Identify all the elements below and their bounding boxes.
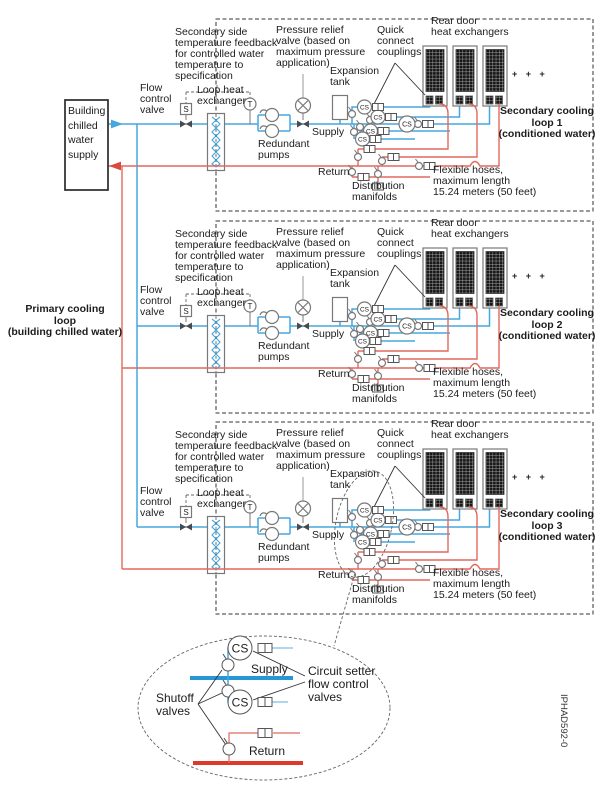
callout-source-ellipse — [333, 470, 395, 578]
loop-heat-exchanger-label: Loop heat exchanger — [197, 487, 247, 510]
more-units-dots: + + + — [512, 69, 548, 79]
detail-callout-bubble: CS CS — [137, 635, 391, 781]
circuit-setter-valve — [227, 689, 253, 715]
expansion-tank-label: Expansion tank — [330, 267, 380, 290]
building-supply-label: Building chilled water supply — [68, 105, 106, 161]
expansion-tank-label: Expansion tank — [330, 65, 380, 88]
pressure-relief-label: Pressure relief valve (based on maximum … — [276, 226, 366, 271]
flow-control-valve-label: Flow control valve — [140, 485, 172, 519]
building-supply-box — [64, 99, 109, 191]
loop-title: Secondary cooling loop 2 (conditioned wa… — [498, 307, 596, 342]
supply-label: Supply — [312, 328, 345, 340]
feedback-label: Secondary side temperature feedback for … — [175, 429, 278, 485]
circuit-setter-letter: CS — [232, 696, 249, 710]
flexible-hoses-label: Flexible hoses, maximum length 15.24 met… — [433, 164, 537, 198]
pressure-relief-label: Pressure relief valve (based on maximum … — [276, 24, 366, 69]
circuit-setter-letter: CS — [232, 642, 249, 656]
feedback-label: Secondary side temperature feedback for … — [175, 228, 278, 284]
primary-loop-label: Primary cooling loop (building chilled w… — [7, 303, 123, 338]
loop-heat-exchanger-label: Loop heat exchanger — [197, 286, 247, 309]
flow-control-valve-label: Flow control valve — [140, 82, 172, 116]
figure-id: IPHAD592-0 — [558, 694, 569, 748]
quick-connect-label: Quick connect couplings — [377, 427, 422, 461]
quick-connect-label: Quick connect couplings — [377, 24, 422, 58]
return-label: Return — [318, 569, 350, 581]
supply-label: Supply — [312, 126, 345, 138]
pressure-relief-label: Pressure relief valve (based on maximum … — [276, 427, 366, 472]
loop-heat-exchanger-label: Loop heat exchanger — [197, 84, 247, 107]
supply-label: Supply — [312, 529, 345, 541]
flexible-hoses-label: Flexible hoses, maximum length 15.24 met… — [433, 567, 537, 601]
distribution-manifolds-label: Distribution manifolds — [352, 180, 405, 203]
return-label: Return — [318, 166, 350, 178]
rear-door-label: Rear door heat exchangers — [431, 418, 509, 441]
redundant-pumps-label: Redundant pumps — [258, 541, 310, 564]
building-supply-connection — [64, 99, 137, 191]
shutoff-pointer-lines — [197, 669, 227, 746]
callout-return-label: Return — [249, 744, 286, 758]
loop-title: Secondary cooling loop 1 (conditioned wa… — [498, 105, 596, 140]
callout-supply-stubs — [272, 647, 293, 703]
flow-control-valve-label: Flow control valve — [140, 284, 172, 318]
distribution-manifolds-label: Distribution manifolds — [352, 583, 405, 606]
supply-arrow-icon — [111, 119, 123, 129]
return-label: Return — [318, 368, 350, 380]
more-units-dots: + + + — [512, 271, 548, 281]
flexible-hoses-label: Flexible hoses, maximum length 15.24 met… — [433, 366, 537, 400]
callout-connector-line — [333, 572, 356, 647]
callout-bubble-ellipse — [137, 635, 391, 781]
more-units-dots: + + + — [512, 472, 548, 482]
loop-title: Secondary cooling loop 3 (conditioned wa… — [498, 508, 596, 543]
distribution-manifolds-label: Distribution manifolds — [352, 382, 405, 405]
redundant-pumps-label: Redundant pumps — [258, 340, 310, 363]
return-arrow-icon — [109, 161, 121, 171]
circuit-setter-label: Circuit setter flow control valves — [308, 664, 376, 704]
rear-door-label: Rear door heat exchangers — [431, 217, 509, 240]
callout-supply-label: Supply — [251, 662, 288, 676]
expansion-tank-label: Expansion tank — [330, 468, 380, 491]
feedback-label: Secondary side temperature feedback for … — [175, 26, 278, 82]
quick-connect-label: Quick connect couplings — [377, 226, 422, 260]
circuit-setter-valve — [227, 635, 253, 661]
shutoff-valves-label: Shutoff valves — [156, 691, 194, 718]
redundant-pumps-label: Redundant pumps — [258, 138, 310, 161]
rear-door-label: Rear door heat exchangers — [431, 15, 509, 38]
